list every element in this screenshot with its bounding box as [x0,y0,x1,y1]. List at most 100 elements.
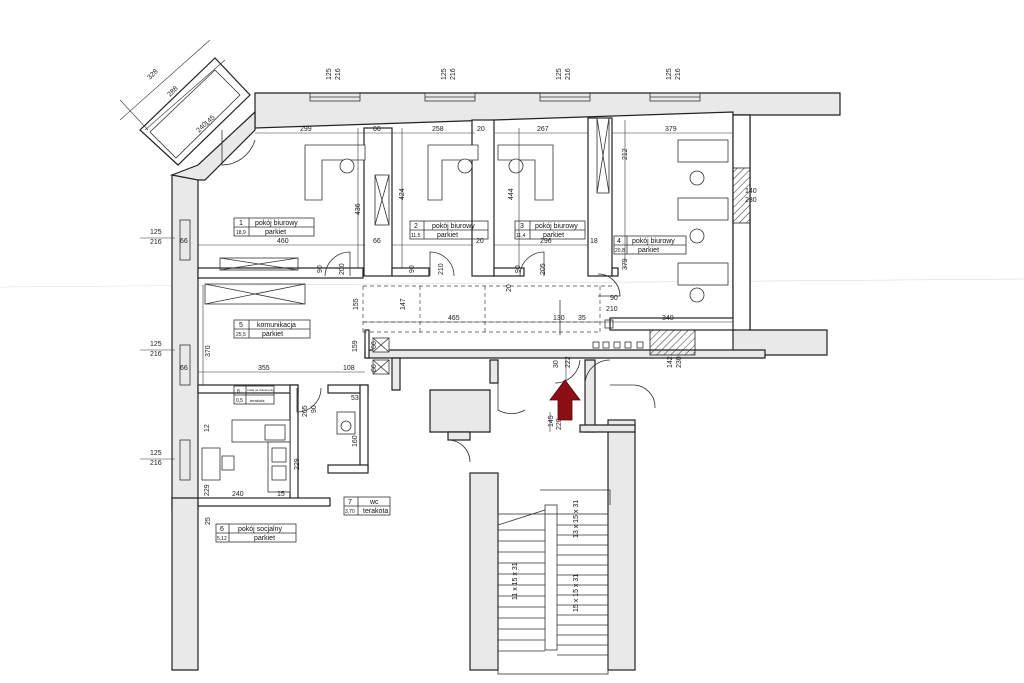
room-number: 6 [220,526,224,533]
dim-text: 222 [565,356,572,368]
room-name: szafa na dokumenty [247,388,274,392]
chair-icon [457,158,473,174]
dim-text: 216 [150,351,162,358]
dim-text: 160 [352,435,359,447]
dim-text: 66 [371,341,378,349]
chair-icon [508,158,524,174]
dim-text: 90 [311,405,318,413]
dim-text: 125 [556,68,563,80]
dim-text: 140 [745,188,757,195]
dim-text: 267 [537,126,549,133]
room-label-2: 2 pokój biurowy 11,5 parkiet [409,220,489,240]
dim-text: 379 [665,126,677,133]
dim-text: 258 [432,126,444,133]
room-label-6: 6 pokój socjalny 5,12 parkiet [215,523,297,543]
dim-text: 155 [353,298,360,310]
room-floor: parkiet [254,535,275,542]
bottom-left-wall [171,497,199,671]
windows-left [179,219,191,481]
dimension-lines [119,39,733,499]
dim-text: 125 [666,68,673,80]
room-name: pokój biurowy [632,238,675,245]
window-dims-side: 125 216 125 216 125 216 [140,229,175,467]
dim-text: 20 [506,284,513,292]
chair-icon [689,170,705,186]
dim-text: 205 [540,263,547,275]
room-number: 5 [239,322,243,329]
desk-room-2 [427,144,479,201]
dim-text: 230 [745,197,757,204]
room-name: pokój biurowy [432,223,475,230]
room-number: 7 [348,499,352,506]
chair-icon [689,228,705,244]
dim-text: 125 [326,68,333,80]
room-floor: terakota [250,398,265,403]
partition-1-2 [363,127,393,277]
room-name: wc [369,499,379,506]
room-label-8: 8 szafa na dokumenty 0,5 terakota [233,385,275,405]
stair-text-left: 11 x 15 x 31 [512,562,519,600]
room-label-3: 3 pokój biurowy 11,4 parkiet [514,220,586,240]
room-area: 25,5 [236,332,246,338]
dim-text: 90 [409,265,416,273]
room-floor: terakota [363,508,388,515]
dim-text: 216 [450,68,457,80]
room-name: pokój biurowy [255,220,298,227]
chimney-right [732,167,751,224]
room-area: 11,4 [516,233,526,239]
corner-wall [169,110,256,181]
dim-text: 444 [508,188,515,200]
chair-icon [339,158,355,174]
partition-2-3 [471,119,495,277]
table [201,447,221,481]
dim-text: 12 [204,424,211,432]
dim-text: 370 [205,345,212,357]
room-area: 20,8 [615,248,625,254]
dim-text: 130 [553,315,565,322]
wardrobes [204,117,610,305]
stair-text-mid: 15 x 15 x 31 [573,574,580,612]
desk-room-3 [497,144,554,201]
room-area: 11,5 [411,233,421,239]
dim-text: 18 [590,238,598,245]
dim-text: 340 [662,315,674,322]
room-number: 3 [520,223,524,230]
room-area: 0,5 [236,398,243,404]
dim-text: 125 [150,450,162,457]
dim-text: 216 [150,239,162,246]
doors [221,130,656,463]
dim-text: 200 [339,263,346,275]
dim-text: 216 [675,68,682,80]
stair-text-top: 13 x 15 x 31 [573,500,580,538]
desk-room-4 [677,139,729,163]
room-floor: parkiet [543,232,564,239]
dim-text: 108 [343,365,355,372]
dim-text: 90 [610,295,618,302]
room-label-7: 7 wc 3,70 terakota [343,496,391,516]
room-area: 3,70 [345,509,355,515]
room-label-1: 1 pokój biurowy 18,9 parkiet [233,217,315,237]
dim-text: 53 [351,395,359,402]
dim-text: 30 [553,360,560,368]
dim-text: 159 [352,340,359,352]
room-area: 18,9 [236,230,246,236]
dim-text: 90 [317,265,324,273]
dim-text: 90 [515,265,522,273]
dim-text: 145 [548,415,555,427]
dim-text: 216 [335,68,342,80]
room-name: pokój biurowy [535,223,578,230]
ruling-line [0,278,1024,288]
dim-text: 205 [302,405,309,417]
partition-3-4 [587,117,613,277]
dim-text: 229 [294,458,301,470]
dim-text: 125 [150,229,162,236]
chimney-bottom [649,329,696,356]
window-dims-top: 125 216 125 216 125 216 125 216 [326,68,682,80]
dim-text: 460 [277,238,289,245]
dim-text: 66 [180,238,188,245]
room-name: komunikacja [257,322,296,329]
dim-text: 66 [373,238,381,245]
dim-text: 465 [448,315,460,322]
dim-text: 424 [399,188,406,200]
